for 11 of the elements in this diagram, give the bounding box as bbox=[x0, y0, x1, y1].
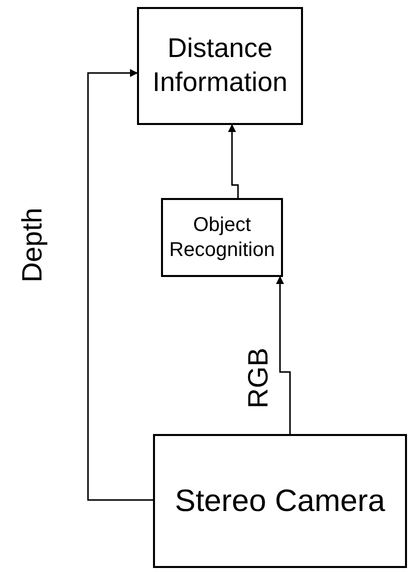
process-box bbox=[137, 7, 303, 125]
edge-label: RGB bbox=[244, 348, 272, 408]
arrow bbox=[228, 124, 239, 198]
box-label: Object Recognition bbox=[168, 212, 276, 262]
process-box bbox=[153, 434, 407, 568]
box-label: Stereo Camera bbox=[174, 482, 386, 520]
box-label: Distance Information bbox=[151, 32, 289, 99]
arrow bbox=[87, 69, 153, 501]
arrow bbox=[276, 276, 291, 434]
edge-label: Depth bbox=[18, 208, 46, 282]
process-box bbox=[161, 198, 283, 277]
